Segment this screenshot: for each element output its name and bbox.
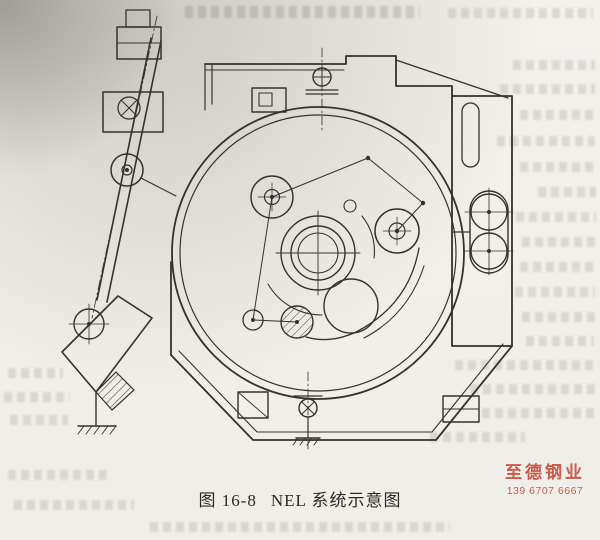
watermark-stamp: 至德钢业 139 6707 6667 [493, 463, 597, 497]
adjusting-screw-top [305, 47, 339, 133]
adjusting-screw-bottom [292, 371, 323, 451]
bottom-left-support [61, 295, 153, 435]
linkage-lines [252, 155, 426, 341]
watermark-phone-number: 139 6707 6667 [506, 484, 584, 497]
figure-caption: 图 16-8 NEL 系统示意图 [0, 486, 600, 511]
drum-outer-circles [171, 106, 465, 400]
center-hub [267, 210, 375, 316]
figure-title: NEL 系统示意图 [270, 491, 402, 510]
watermark-company-name: 至德钢业 [505, 463, 585, 482]
mounting-blocks [237, 87, 480, 423]
right-guide-block [451, 102, 514, 276]
left-lever-assembly [91, 9, 177, 319]
machine-frame [170, 55, 513, 441]
figure-number: 图 16-8 [198, 491, 257, 510]
roller-bottom-hatched [242, 305, 314, 339]
cam-disc [323, 199, 379, 334]
